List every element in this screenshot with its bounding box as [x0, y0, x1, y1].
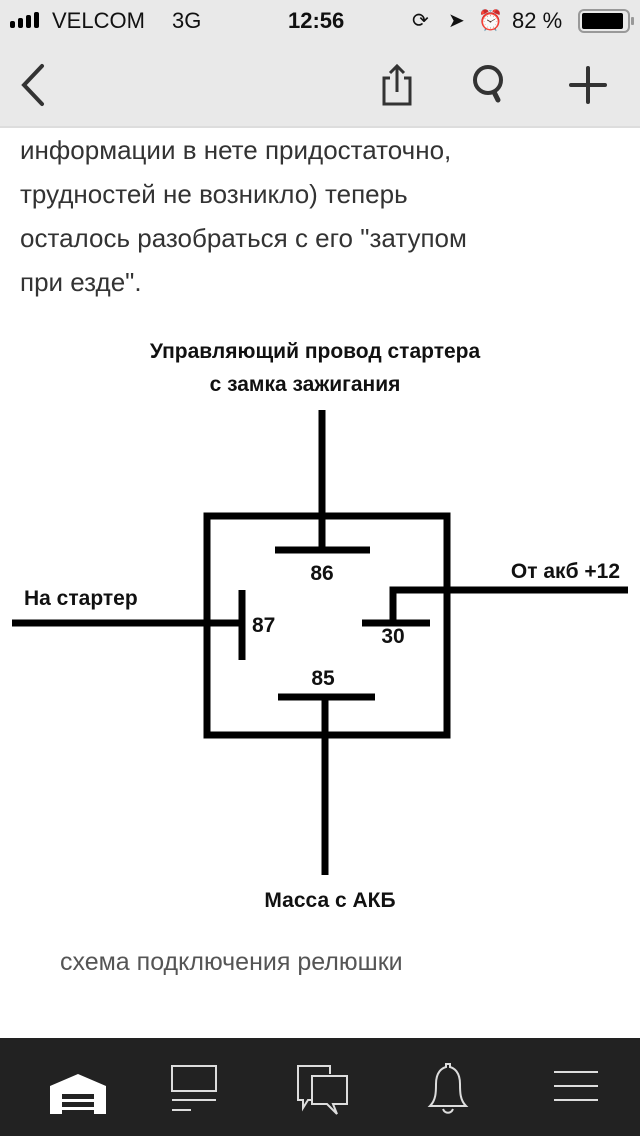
carrier: VELCOM: [52, 8, 145, 33]
image-caption: схема подключения релюшки: [60, 948, 403, 976]
text-line: трудностей не возникло) теперь: [20, 179, 408, 209]
network-type: 3G: [172, 8, 202, 33]
battery-icon: [578, 9, 634, 33]
rotation-lock-icon: ⟳: [412, 10, 429, 32]
pin-85-label: 85: [311, 667, 335, 690]
share-button[interactable]: [372, 60, 422, 110]
tab-garage[interactable]: [14, 1038, 114, 1136]
bottom-tab-bar: [0, 1038, 640, 1136]
right-label: От акб +12: [511, 560, 620, 583]
battery-percent: 82 %: [512, 8, 563, 33]
top-label-2: с замка зажигания: [210, 373, 401, 396]
status-bar: VELCOM 3G 12:56 ⟳ ➤ ⏰ 82 %: [0, 0, 640, 40]
text-line: при езде".: [20, 267, 142, 297]
signal-icon: [10, 12, 39, 28]
wires: [12, 410, 628, 875]
add-button[interactable]: [563, 60, 613, 110]
bottom-label: Масса с АКБ: [264, 889, 395, 912]
pin-30-label: 30: [381, 625, 404, 648]
text-line: осталось разобраться с его "затупом: [20, 223, 467, 253]
text-line: информации в нете придостаточно,: [20, 135, 452, 165]
tab-menu[interactable]: [526, 1038, 626, 1136]
clock: 12:56: [288, 8, 345, 33]
tab-messages[interactable]: [270, 1038, 370, 1136]
top-nav: [0, 40, 640, 128]
article-text: информации в нете придостаточно, труднос…: [20, 128, 630, 304]
top-label-1: Управляющий провод стартера: [150, 340, 481, 363]
pin-86-label: 86: [310, 562, 333, 585]
left-label: На стартер: [24, 587, 138, 610]
pin-87-label: 87: [252, 614, 275, 637]
search-button[interactable]: [464, 60, 514, 110]
alarm-icon: ⏰: [478, 10, 503, 32]
tab-feed[interactable]: [143, 1038, 243, 1136]
location-icon: ➤: [448, 10, 465, 32]
back-button[interactable]: [10, 60, 60, 110]
relay-wiring-diagram: Управляющий провод стартера с замка зажи…: [12, 340, 628, 912]
tab-notifications[interactable]: [398, 1038, 498, 1136]
